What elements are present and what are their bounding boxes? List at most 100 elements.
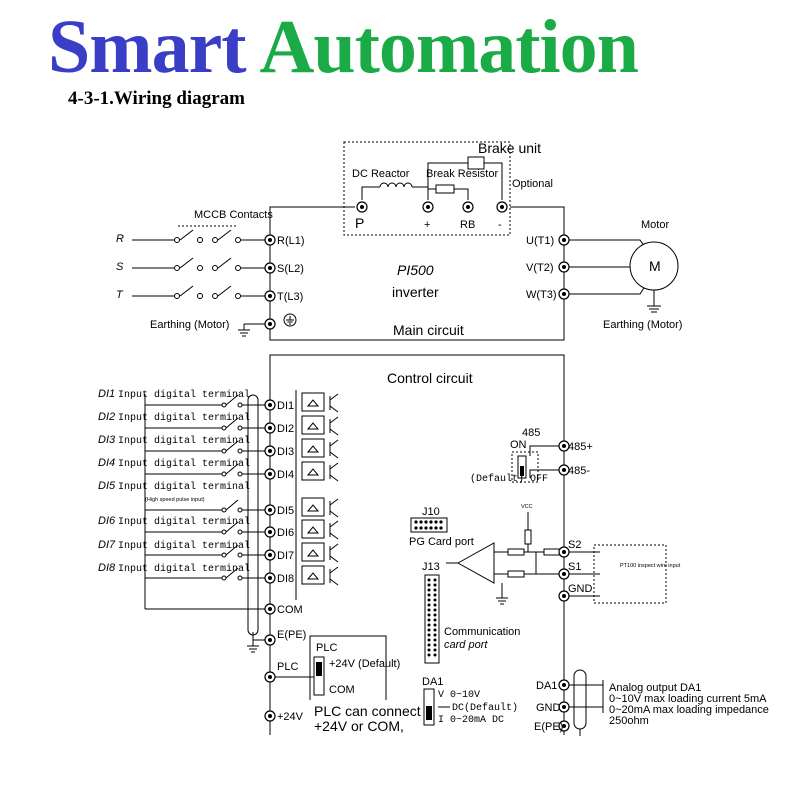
rs485-switch (517, 455, 527, 479)
p24v-label: +24V (277, 711, 304, 723)
motor-label: Motor (641, 219, 669, 231)
di-row: DI5 Input digital terminal (High speed p… (98, 480, 339, 518)
main-circuit-label: Main circuit (393, 322, 464, 338)
ground-symbol-control (247, 640, 259, 653)
di-terminal-list: DI1 Input digital terminal DI1 DI2 Input… (98, 388, 339, 586)
terminal-w-t3 (558, 288, 570, 300)
terminal-plc (264, 671, 276, 683)
di-terminal-label: DI6 (277, 527, 294, 539)
di-row: DI4 Input digital terminal DI4 (98, 457, 339, 482)
terminal-epe (264, 634, 276, 646)
pt100-label: PT100 inspect wire input (620, 563, 681, 569)
brand-word-smart: Smart (48, 5, 247, 89)
da1-v-label: V 0~10V (438, 690, 480, 701)
plc-24v-default: +24V (Default) (329, 658, 400, 670)
di-terminal-label: DI3 (277, 446, 294, 458)
di-terminal-label: DI1 (277, 400, 294, 412)
di-desc: Input digital terminal (118, 563, 250, 575)
gnd-label: GND (568, 583, 593, 595)
pt100-box (593, 544, 667, 604)
di-row: DI1 Input digital terminal DI1 (98, 388, 339, 413)
break-resistor (435, 184, 455, 194)
di-terminal-label: DI7 (277, 550, 294, 562)
terminal-s-l2 (264, 262, 276, 274)
di-terminal-label: DI4 (277, 469, 294, 481)
di-desc: Input digital terminal (118, 516, 250, 528)
di-terminal-label: DI2 (277, 423, 294, 435)
inverter-model: PI500 (397, 262, 434, 278)
terminal-p-label: P (355, 215, 364, 231)
terminal-di1 (264, 399, 276, 411)
di-id: DI8 (98, 562, 116, 574)
section-heading: 4-3-1.Wiring diagram (68, 88, 245, 109)
rs485-plus-label: 485+ (568, 441, 593, 453)
terminal-da1 (558, 679, 570, 691)
terminal-di3 (264, 445, 276, 457)
epe2-label: E(PE) (534, 721, 563, 733)
terminal-rb (462, 201, 474, 213)
da1-switch (423, 688, 435, 726)
pg-card-label: PG Card port (409, 536, 474, 548)
optocoupler (301, 415, 325, 435)
j10-label: J10 (422, 506, 440, 518)
da1-i-label: I 0~20mA DC (438, 715, 504, 726)
output-w-label: W(T3) (526, 289, 557, 301)
optocoupler (301, 542, 325, 562)
terminal-di5 (264, 504, 276, 516)
break-resistor-label: Break Resistor (426, 168, 498, 180)
optocoupler (301, 438, 325, 458)
s1-label: S1 (568, 561, 581, 573)
da1-switch-header: DA1 (422, 676, 443, 688)
di-row: DI8 Input digital terminal DI8 (98, 562, 339, 586)
control-circuit-label: Control circuit (387, 370, 473, 386)
j13-connector (424, 574, 440, 664)
di-id: DI1 (98, 388, 115, 400)
input-t-label: T(L3) (277, 291, 303, 303)
terminal-rb-label: RB (460, 219, 475, 231)
ground-symbol-left (238, 324, 250, 337)
phase-t-label: T (116, 289, 124, 301)
di-row: DI2 Input digital terminal DI2 (98, 411, 339, 436)
terminal-plus (422, 201, 434, 213)
terminal-di6 (264, 526, 276, 538)
analog-label-3: 0~20mA max loading impedance (609, 704, 769, 716)
da1-label: DA1 (536, 680, 557, 692)
output-v-label: V(T2) (526, 262, 554, 274)
di-terminal-label: DI5 (277, 505, 294, 517)
brand-title: Smart Automation (48, 2, 639, 92)
terminal-minus (496, 201, 508, 213)
terminal-di7 (264, 549, 276, 561)
comm-label-1: Communication (444, 626, 520, 638)
analog-label-1: Analog output DA1 (609, 682, 701, 694)
plc-label: PLC (277, 661, 298, 673)
di-id: DI5 (98, 480, 116, 492)
gnd2-label: GND (536, 702, 561, 714)
optocoupler (301, 565, 325, 585)
plc-jumper-box (309, 635, 387, 700)
main-circuit-box (269, 206, 565, 341)
terminal-p (356, 201, 368, 213)
terminal-minus-label: - (498, 219, 502, 231)
terminal-u-t1 (558, 234, 570, 246)
brake-unit-label: Brake unit (478, 140, 541, 156)
phase-r-line: R (116, 229, 265, 245)
terminal-di8 (264, 572, 276, 584)
di-id: DI2 (98, 411, 115, 423)
j13-label: J13 (422, 561, 440, 573)
rs485-minus-label: 485- (568, 465, 590, 477)
ground-symbol-motor (647, 290, 661, 313)
output-u-label: U(T1) (526, 235, 554, 247)
di-desc: Input digital terminal (118, 435, 250, 447)
vcc-label: VCC (521, 504, 533, 510)
di-id: DI6 (98, 515, 116, 527)
di-desc: Input digital terminal (118, 458, 250, 470)
mccb-label: MCCB Contacts (194, 209, 273, 221)
phase-s-line: S (116, 257, 265, 273)
di-row: DI7 Input digital terminal DI7 (98, 539, 339, 563)
inverter-label: inverter (392, 284, 439, 300)
terminal-com (264, 603, 276, 615)
s2-label: S2 (568, 539, 581, 551)
di-row: DI3 Input digital terminal DI3 (98, 434, 339, 459)
optocoupler (301, 519, 325, 539)
optocoupler (301, 392, 325, 412)
